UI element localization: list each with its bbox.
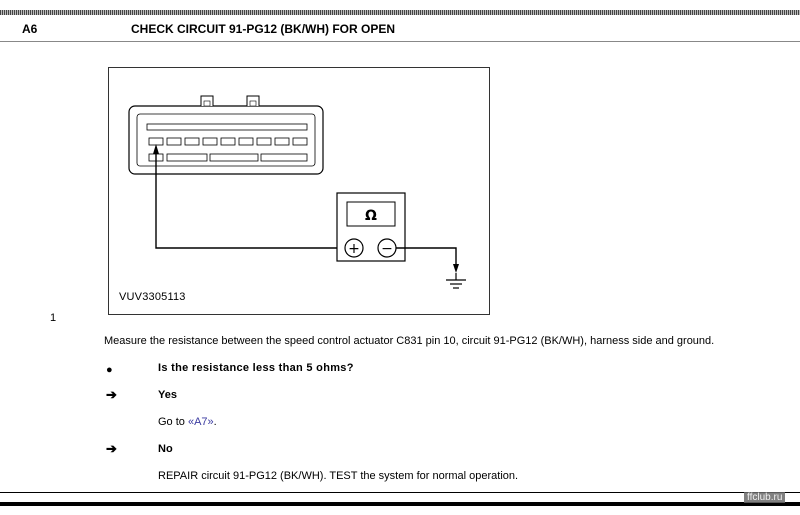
plus-sign: + xyxy=(348,241,360,257)
connector-pin-row xyxy=(148,137,308,146)
connector-bottom-row xyxy=(148,153,308,162)
probe-tip xyxy=(153,144,159,154)
watermark: ffclub.ru xyxy=(744,492,786,503)
yes-action-prefix: Go to xyxy=(158,416,188,428)
ohmmeter-display xyxy=(346,201,396,227)
positive-terminal xyxy=(344,238,364,258)
minus-sign: − xyxy=(381,241,393,257)
arrow-right-icon: ➔ xyxy=(106,387,117,402)
answer-no-label: No xyxy=(158,443,173,455)
ground-symbol xyxy=(446,273,466,289)
circuit-figure: Ω + − VUV3305113 xyxy=(108,67,490,315)
ground-probe-tip xyxy=(453,264,459,273)
answer-yes-label: Yes xyxy=(158,389,177,401)
yes-action-suffix: . xyxy=(213,416,217,428)
question-text: Is the resistance less than 5 ohms? xyxy=(158,362,354,374)
figure-index: 1 xyxy=(50,312,57,324)
figure-code: VUV3305113 xyxy=(119,291,186,303)
top-border xyxy=(0,10,800,15)
bottom-rule xyxy=(0,492,800,493)
measure-instruction: Measure the resistance between the speed… xyxy=(104,335,715,347)
goto-a7-link[interactable]: «A7» xyxy=(187,416,214,428)
header-divider xyxy=(0,41,800,42)
connector-diagram: Ω + − xyxy=(128,95,466,289)
arrow-right-icon: ➔ xyxy=(106,441,117,456)
step-number: A6 xyxy=(22,22,38,36)
bullet-icon: ● xyxy=(106,364,113,376)
no-action: REPAIR circuit 91-PG12 (BK/WH). TEST the… xyxy=(158,470,519,482)
test-lead-positive xyxy=(155,154,339,249)
yes-action: Go to «A7». xyxy=(158,416,217,428)
ohm-symbol: Ω xyxy=(365,208,377,224)
bottom-border xyxy=(0,502,800,506)
connector-top-slot xyxy=(146,123,308,131)
test-lead-negative xyxy=(396,247,457,264)
page-title: CHECK CIRCUIT 91-PG12 (BK/WH) FOR OPEN xyxy=(131,22,396,36)
